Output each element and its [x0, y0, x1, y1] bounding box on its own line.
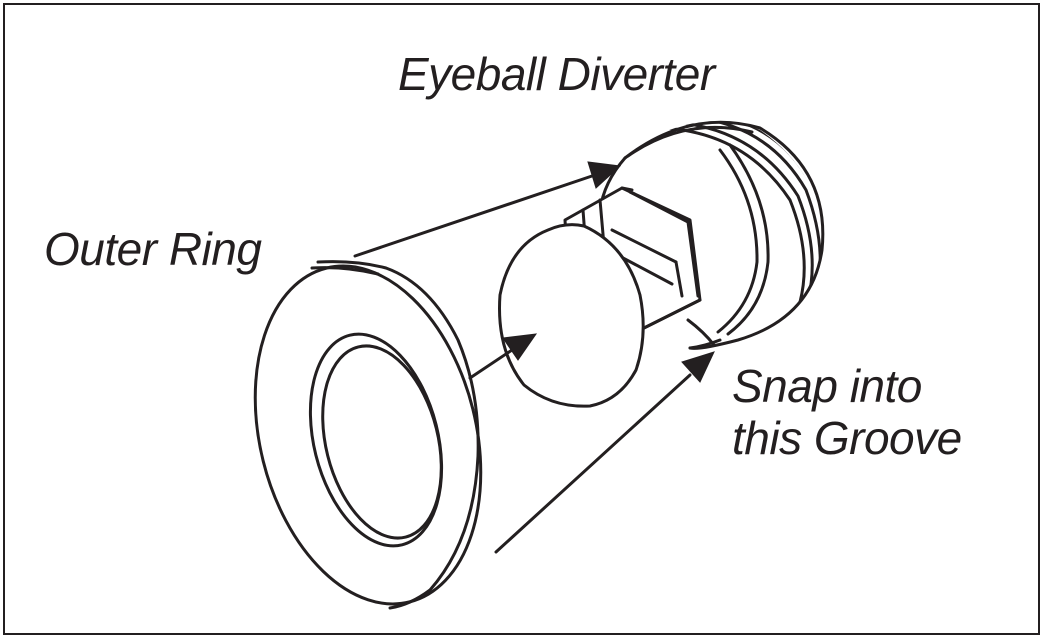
eyeball-dome — [498, 223, 645, 408]
arrow-to-eyeball-dome — [468, 333, 538, 380]
arrow-to-snap-groove — [494, 351, 715, 554]
outer-ring-label: Outer Ring — [44, 223, 262, 275]
snap-groove-label-line1: Snap into — [732, 360, 922, 412]
outer-ring — [253, 260, 483, 610]
snap-groove-label: Snap into this Groove — [732, 360, 962, 464]
snap-groove-label-line2: this Groove — [732, 412, 962, 464]
eyeball-diverter-label: Eyeball Diverter — [398, 48, 715, 100]
arrow-outer-ring-to-diverter — [353, 161, 622, 258]
